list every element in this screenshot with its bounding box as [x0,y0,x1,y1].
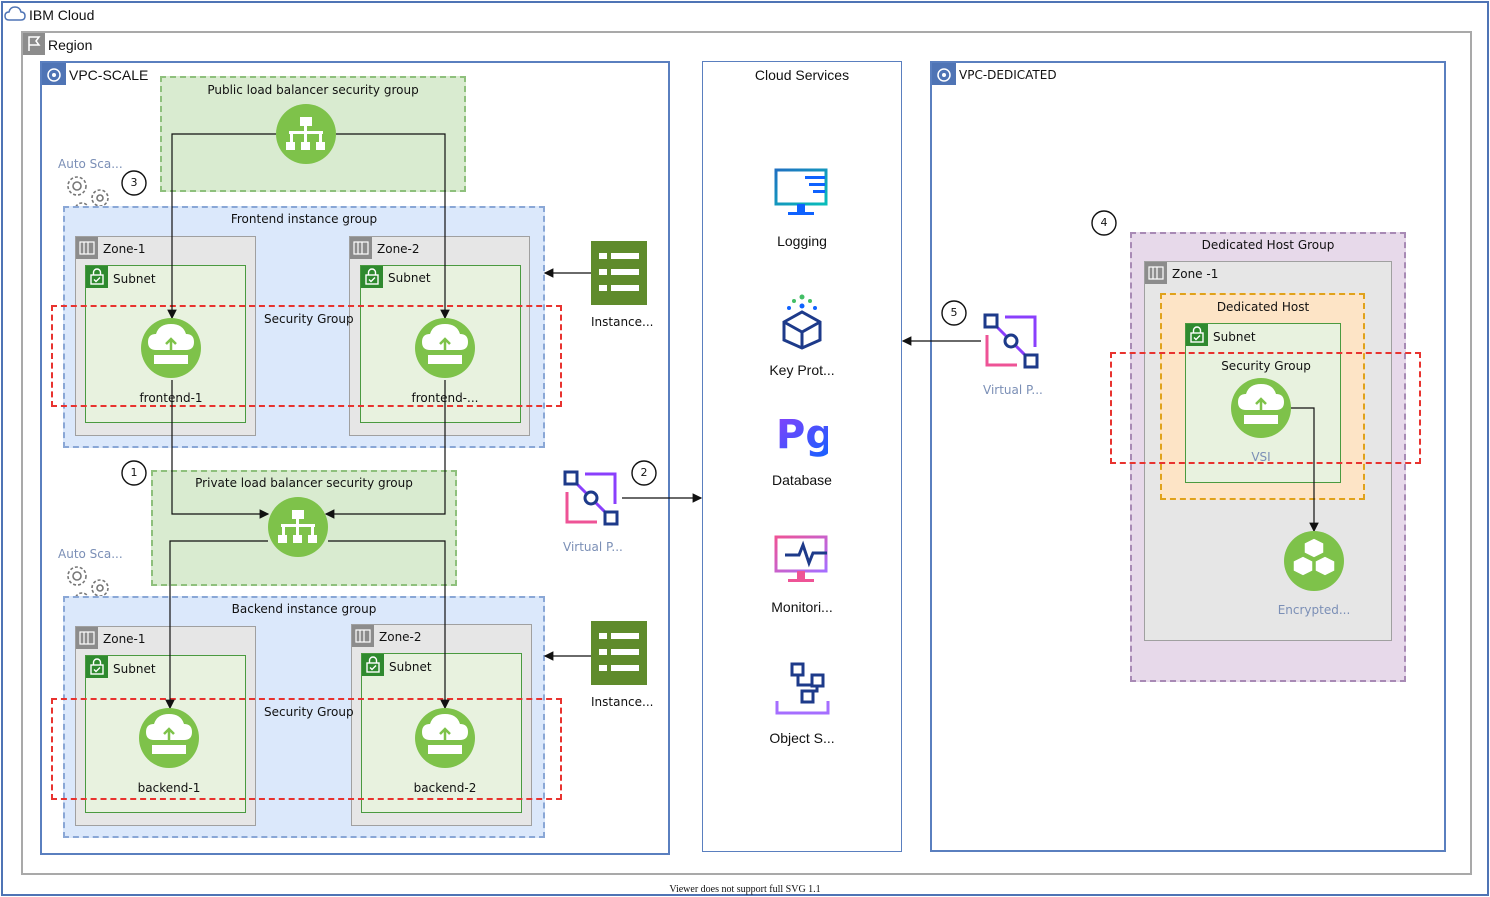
cloud-services-frame [702,61,902,852]
service-label: Monitori... [771,599,833,615]
vpc-icon [932,63,956,85]
ibm-cloud-label: IBM Cloud [29,7,95,23]
object-storage-icon [774,661,830,717]
private-lb-group-label: Private load balancer security group [195,476,413,490]
public-lb-group-label: Public load balancer security group [207,83,419,97]
flag-icon [23,33,45,55]
virtual-private-label: Virtual P... [563,540,623,554]
dedicated-host-label: Dedicated Host [1216,300,1310,314]
zone-icon [76,237,98,259]
step-marker-4 [1091,210,1117,236]
region-frame [21,31,1472,875]
footer-note: Viewer does not support full SVG 1.1 [669,884,821,895]
virtual-private-endpoint-icon [563,470,619,526]
zone-label: Zone-2 [377,242,420,256]
vpc-dedicated-frame [930,61,1446,852]
encrypted-storage-icon [1284,531,1344,591]
backend-1-label: backend-1 [137,781,201,795]
logging-icon [773,166,831,218]
lock-icon [86,656,108,678]
vpc-icon [42,63,66,85]
dedicated-host-group-label: Dedicated Host Group [1201,238,1335,252]
step-marker-5 [941,300,967,326]
connector-line [165,540,268,710]
connector-line [336,133,450,320]
virtual-private-label: Virtual P... [983,383,1043,397]
cloud-services-title: Cloud Services [754,67,850,83]
lock-icon [1186,324,1208,346]
lock-icon [361,266,383,288]
subnet-label: Subnet [389,660,432,674]
service-label: Key Prot... [769,362,835,378]
step-marker-label: 2 [640,466,648,479]
step-marker-label: 3 [130,176,138,189]
lock-icon [86,266,108,288]
instance-template-icon [591,241,647,305]
virtual-server-icon [415,708,475,768]
connector-line [1291,407,1319,533]
instance-template-icon [591,621,647,685]
subnet-label: Subnet [113,272,156,286]
virtual-private-endpoint-icon [983,313,1039,369]
security-group-label: Security Group [264,312,354,326]
backend-group-label: Backend instance group [231,602,377,616]
virtual-server-icon [415,318,475,378]
security-group-label: Security Group [1221,359,1311,373]
zone-icon [352,625,374,647]
step-marker-label: 5 [950,306,958,319]
subnet-label: Subnet [388,271,431,285]
load-balancer-icon [268,497,328,557]
service-label: Object S... [769,730,835,746]
step-marker-label: 4 [1100,216,1108,229]
auto-scale-label-1: Auto Sca... [58,157,123,171]
vpc-dedicated-label: VPC-DEDICATED [959,68,1057,82]
virtual-server-icon [1231,378,1291,438]
step-marker-1 [121,460,147,486]
vpc-scale-frame [40,61,670,855]
connector-line [171,380,270,519]
zone-label: Zone-1 [103,632,146,646]
zone-icon [76,627,98,649]
security-group-label: Security Group [264,705,354,719]
subnet-label: Subnet [113,662,156,676]
auto-scale-label-2: Auto Sca... [58,547,123,561]
virtual-server-icon [139,708,199,768]
frontend-group-label: Frontend instance group [230,212,378,226]
backend-security-group [51,698,562,800]
service-label: Database [772,472,832,488]
frontend-1-label: frontend-1 [139,391,203,405]
subnet-label: Subnet [1213,330,1256,344]
dedicated-security-group [1110,352,1421,464]
service-label: Logging [777,233,827,249]
connector-line [328,540,450,710]
virtual-server-icon [141,318,201,378]
zone-icon [1145,262,1167,284]
region-label: Region [48,37,93,53]
monitoring-icon [773,533,831,585]
zone-label: Zone -1 [1172,267,1219,281]
svg-text:Pg: Pg [776,412,828,458]
zone-icon [350,237,372,259]
step-marker-2 [631,460,657,486]
instance-template-label-1: Instance... [591,315,654,329]
encrypted-label: Encrypted... [1277,603,1351,617]
step-marker-3 [121,170,147,196]
vpc-scale-label: VPC-SCALE [69,67,149,83]
zone-label: Zone-2 [379,630,422,644]
key-protect-icon [779,292,825,350]
backend-2-label: backend-2 [413,781,477,795]
instance-template-label-2: Instance... [591,695,654,709]
load-balancer-icon [276,104,336,164]
ibm-cloud-icon [4,4,26,24]
frontend-security-group [51,305,562,407]
vsi-label: VSI [1251,450,1271,464]
zone-label: Zone-1 [103,242,146,256]
database-icon: Pg [776,410,834,458]
connector-line [324,380,446,519]
connector-line [167,133,276,320]
lock-icon [362,654,384,676]
step-marker-label: 1 [130,466,138,479]
